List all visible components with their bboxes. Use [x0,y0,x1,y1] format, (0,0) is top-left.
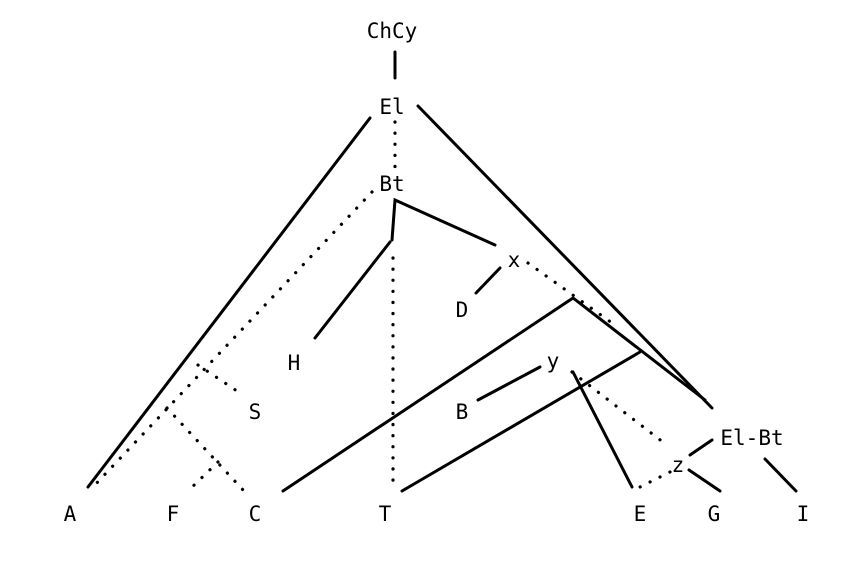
dotted-edges [91,120,672,493]
node-label-b: B [456,400,469,424]
node-label-bt: Bt [379,172,404,196]
edge-el-elbt [416,104,714,410]
dotted-edge-z-e [638,470,672,489]
edge-y-b [476,365,542,402]
node-label-z: z [672,453,685,477]
node-label-i: I [797,502,810,526]
node-label-d: D [456,298,469,322]
edge-z-g [687,468,722,493]
node-label-h: H [288,351,301,375]
node-label-e: E [634,502,647,526]
edge-bt-bend [390,197,497,247]
node-label-y: y [547,349,560,373]
edge-elbt-z [688,438,714,457]
edge-y-e [571,370,634,489]
dotted-edge-c [165,406,246,493]
node-label-c: C [249,502,262,526]
solid-edges [86,50,798,493]
node-label-t: T [379,502,392,526]
node-label-a: A [64,502,77,526]
edge-c-peak-elbt [281,296,707,493]
node-label-g: G [708,502,721,526]
node-label-x: x [508,248,521,272]
dotted-edge-s [196,363,245,397]
dotted-edge-f [186,460,220,493]
edge-x-d [474,266,502,295]
edge-elbt-i [763,457,798,493]
edge-t-branch [400,350,642,493]
node-label-s: S [249,400,262,424]
edge-el-a [86,116,372,489]
node-label-el-bt: El-Bt [720,426,783,450]
dotted-edge-y-z [570,370,670,448]
edge-bend-h [313,240,392,340]
dotted-edge-bt-a [91,190,374,489]
node-label-el: El [379,95,404,119]
node-labels: ChCy El Bt x D H y S B El-Bt z A F C T E… [64,19,810,526]
node-label-chcy: ChCy [367,19,418,43]
node-label-f: F [167,502,180,526]
